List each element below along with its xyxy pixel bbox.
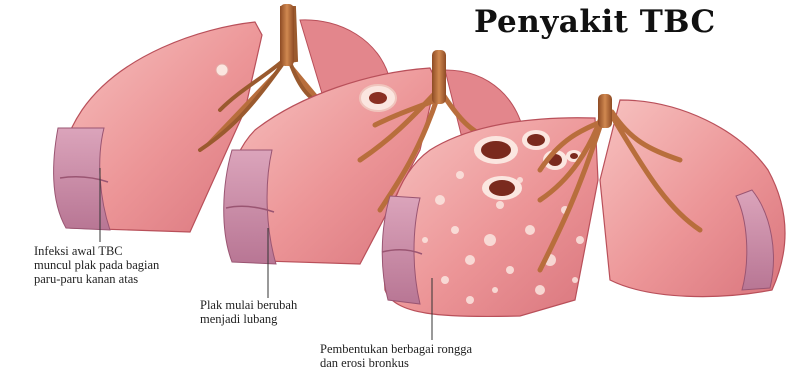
caption-line: Pembentukan berbagai rongga (320, 342, 472, 356)
stage-2-caption: Plak mulai berubah menjadi lubang (200, 298, 297, 326)
lung-3-trachea (598, 94, 612, 128)
lung-stage-3 (382, 94, 785, 317)
caption-line: Infeksi awal TBC (34, 244, 159, 258)
caption-line: Plak mulai berubah (200, 298, 297, 312)
stage-3-caption: Pembentukan berbagai rongga dan erosi br… (320, 342, 472, 370)
caption-line: menjadi lubang (200, 312, 297, 326)
caption-line: paru-paru kanan atas (34, 272, 159, 286)
caption-line: dan erosi bronkus (320, 356, 472, 370)
page-title: Penyakit TBC (474, 4, 716, 40)
lung-1-plaque (216, 64, 228, 76)
caption-line: muncul plak pada bagian (34, 258, 159, 272)
lung-2-cavity-forming (369, 92, 387, 104)
lung-1-trachea (280, 4, 294, 66)
stage-1-caption: Infeksi awal TBC muncul plak pada bagian… (34, 244, 159, 286)
lung-2-trachea (432, 50, 446, 104)
